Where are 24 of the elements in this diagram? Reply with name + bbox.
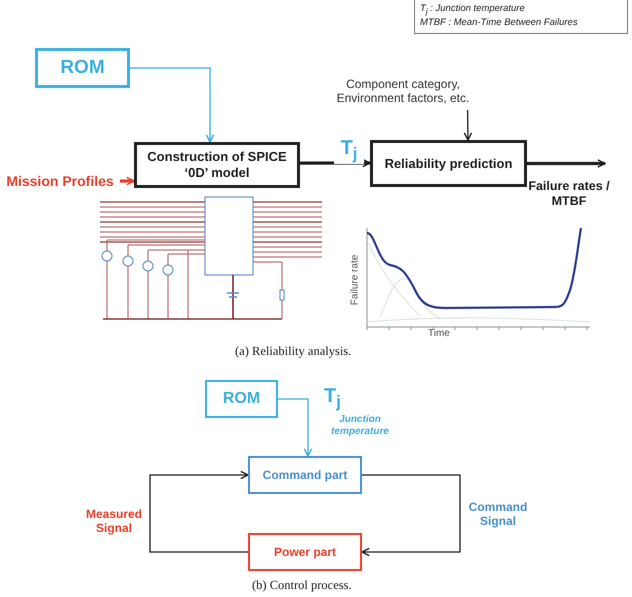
arrow xyxy=(130,67,214,143)
legend-text: MTBF : Mean-Time Between Failures xyxy=(420,17,578,28)
process-box: Construction of SPICE ‘0D’ model xyxy=(134,142,300,188)
input-text: Mission Profiles xyxy=(0,170,120,192)
variable-description: Junction temperature xyxy=(330,414,390,438)
process-box: Command part xyxy=(248,456,362,494)
arrow xyxy=(149,470,249,553)
axis-label: Time xyxy=(428,328,450,340)
arrow xyxy=(120,176,135,186)
arrow xyxy=(300,158,371,168)
variable-label: T$_{j}$ xyxy=(324,384,341,412)
caption: (a) Reliability analysis. xyxy=(235,344,352,359)
legend-text: T$_{j}$ : Junction temperature xyxy=(420,3,525,16)
arrow xyxy=(278,398,312,457)
rom-box: ROM xyxy=(35,48,130,88)
input-text: Component category, Environment factors, etc. xyxy=(318,72,488,110)
arrow xyxy=(464,110,472,141)
arrow xyxy=(361,474,461,556)
arrow xyxy=(527,159,606,168)
caption: (b) Control process. xyxy=(252,578,352,593)
process-box: Reliability prediction xyxy=(370,140,527,187)
axis-label: Failure rate xyxy=(349,254,362,306)
process-box: Power part xyxy=(248,533,362,571)
rom-box: ROM xyxy=(205,380,278,418)
